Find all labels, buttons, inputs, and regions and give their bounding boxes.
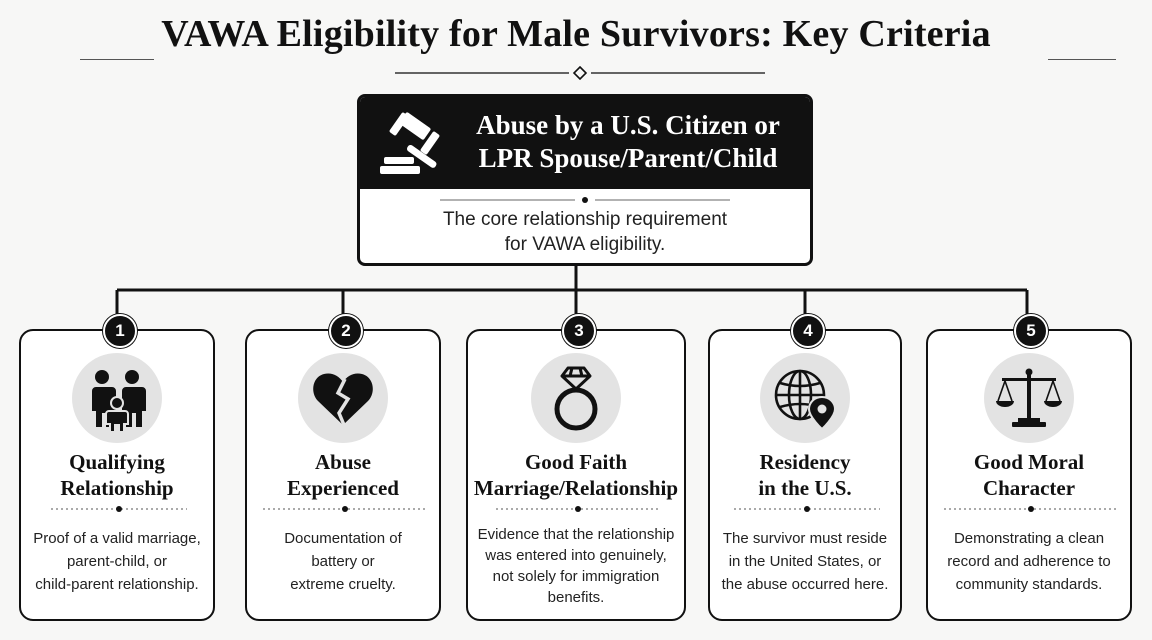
criterion-icon-circle	[72, 353, 162, 443]
page-title: VAWA Eligibility for Male Survivors: Key…	[161, 13, 991, 55]
scales-icon	[996, 368, 1062, 427]
title-row	[0, 12, 1152, 64]
title-ornament	[395, 66, 765, 80]
core-requirement-description: The core relationship requirement for VA…	[380, 207, 790, 257]
criterion-desc-line: not solely for immigration	[492, 568, 660, 585]
criterion-desc-line: child-parent relationship.	[35, 576, 199, 593]
criterion-separator	[263, 506, 427, 512]
criterion-desc-line: record and adherence to	[947, 553, 1111, 570]
criterion-title: Good Moral Character	[928, 449, 1130, 501]
criterion-number-badge: 1	[103, 314, 137, 348]
globe-pin-icon	[774, 369, 837, 431]
criterion-title: Residency in the U.S.	[710, 449, 900, 501]
criterion-title: Abuse Experienced	[247, 449, 439, 501]
criterion-desc-line: was entered into genuinely,	[485, 547, 667, 564]
criterion-desc-line: extreme cruelty.	[290, 576, 396, 593]
core-requirement-title-line2: LPR Spouse/Parent/Child	[478, 143, 778, 173]
criterion-icon-circle	[984, 353, 1074, 443]
criterion-card-2: 2 Abuse Experienced Documentation of bat…	[245, 314, 441, 621]
criterion-title-line2: Experienced	[287, 476, 399, 500]
criterion-number-badge: 4	[791, 314, 825, 348]
criterion-desc-line: Documentation of	[284, 530, 402, 547]
criterion-title-line2: in the U.S.	[758, 476, 852, 500]
criterion-desc-line: the abuse occurred here.	[721, 576, 889, 593]
core-requirement-desc-line1: The core relationship requirement	[442, 209, 728, 230]
criterion-number-badge: 2	[329, 314, 363, 348]
title-rule-right	[1048, 59, 1116, 60]
broken-heart-icon	[313, 373, 373, 426]
criterion-card-1: 1 Qualifying Relationship Proof of a val…	[19, 314, 215, 621]
criterion-desc-line: Evidence that the relationship	[477, 526, 675, 543]
criterion-title-line1: Qualifying	[69, 450, 165, 474]
criterion-icon-circle	[298, 353, 388, 443]
criterion-description: The survivor must reside in the United S…	[716, 527, 894, 596]
core-requirement-desc-line2: for VAWA eligibility.	[504, 234, 666, 255]
criterion-number-badge: 5	[1014, 314, 1048, 348]
criterion-card-4: 4 Residency in the U.S. The survivor mus…	[708, 314, 902, 621]
ring-icon	[554, 366, 598, 431]
criterion-title-line2: Character	[982, 476, 1076, 500]
criterion-desc-line: battery or	[311, 553, 375, 570]
criterion-icon-circle	[531, 353, 621, 443]
criterion-title-line2: Marriage/Relationship	[473, 476, 679, 500]
criterion-desc-line: The survivor must reside	[722, 530, 888, 547]
criterion-title: Qualifying Relationship	[21, 449, 213, 501]
criterion-desc-line: parent-child, or	[66, 553, 168, 570]
core-requirement-header: Abuse by a U.S. Citizen or LPR Spouse/Pa…	[360, 97, 810, 189]
criterion-description: Demonstrating a clean record and adheren…	[934, 527, 1124, 596]
criterion-description: Evidence that the relationship was enter…	[474, 524, 678, 608]
criterion-title-line1: Residency	[759, 450, 851, 474]
criterion-separator	[944, 506, 1118, 512]
criterion-description: Documentation of battery or extreme crue…	[253, 527, 433, 596]
criterion-separator	[734, 506, 880, 512]
criterion-title-line1: Good Moral	[973, 450, 1085, 474]
criterion-desc-line: Demonstrating a clean	[953, 530, 1105, 547]
title-rule-left	[80, 59, 154, 60]
criterion-separator	[51, 506, 187, 512]
criterion-desc-line: Proof of a valid marriage,	[33, 530, 201, 547]
criterion-number-badge: 3	[562, 314, 596, 348]
criterion-title: Good Faith Marriage/Relationship	[468, 449, 684, 501]
criterion-title-line1: Abuse	[314, 450, 372, 474]
criterion-card-5: 5 Good Moral Character	[926, 314, 1132, 621]
criterion-icon-circle	[760, 353, 850, 443]
core-requirement-title-line1: Abuse by a U.S. Citizen or	[476, 110, 780, 140]
core-requirement-box: Abuse by a U.S. Citizen or LPR Spouse/Pa…	[357, 94, 813, 266]
criterion-title-line2: Relationship	[60, 476, 174, 500]
core-requirement-separator	[440, 197, 730, 203]
criterion-desc-line: community standards.	[955, 576, 1103, 593]
criterion-description: Proof of a valid marriage, parent-child,…	[27, 527, 207, 596]
criterion-desc-line: in the United States, or	[728, 553, 882, 570]
criterion-desc-line: benefits.	[547, 589, 605, 606]
core-requirement-title: Abuse by a U.S. Citizen or LPR Spouse/Pa…	[458, 109, 798, 175]
criterion-card-3: 3 Good Faith Marriage/Relationship Evide…	[466, 314, 686, 621]
gavel-icon	[380, 112, 440, 174]
criterion-separator	[496, 506, 660, 512]
criterion-title-line1: Good Faith	[524, 450, 628, 474]
family-icon	[92, 370, 146, 433]
